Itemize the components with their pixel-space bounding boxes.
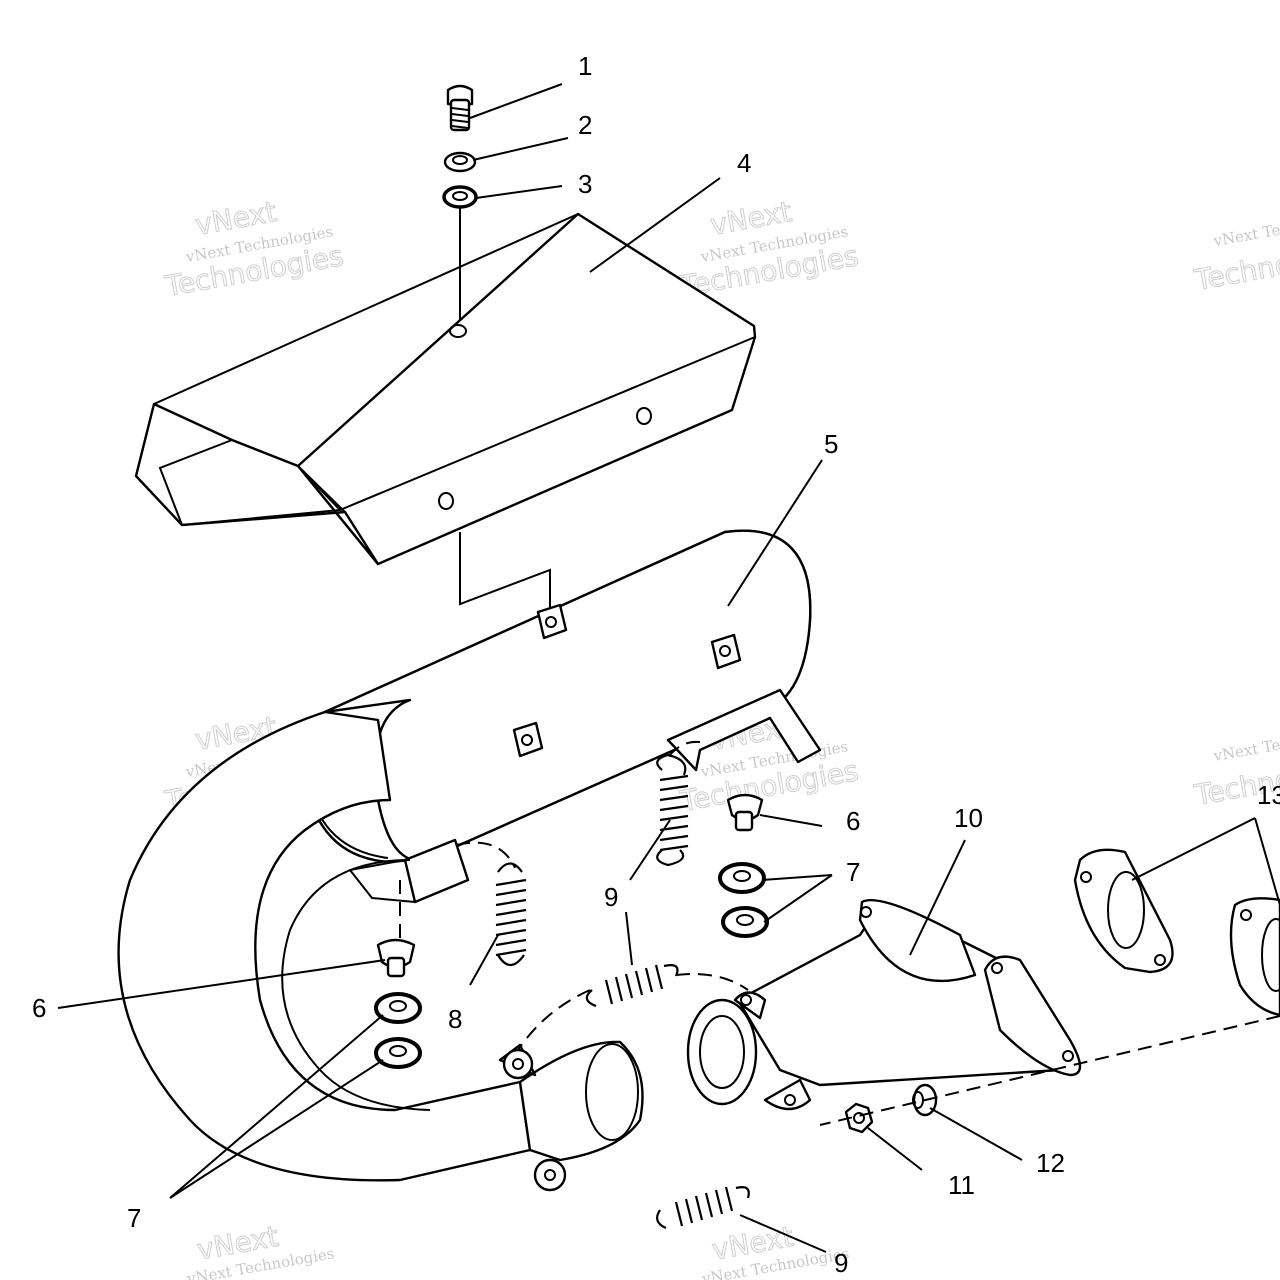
- callout-13: 13: [1257, 780, 1280, 810]
- rubber-mount-part: [376, 938, 416, 978]
- gasket-part-edge: [1229, 897, 1280, 1017]
- spring-path: [517, 989, 591, 1051]
- muffler-part: [299, 529, 822, 904]
- callout-7: 7: [127, 1203, 141, 1233]
- callout-1: 1: [578, 51, 592, 81]
- spring-path: [665, 740, 701, 761]
- callout-5: 5: [824, 429, 838, 459]
- watermark-company: vNext Technologies: [1211, 206, 1280, 250]
- heat-shield-part: [134, 212, 757, 566]
- callout-8: 8: [448, 1004, 462, 1034]
- spring-part: [495, 862, 527, 967]
- bolt-part: [446, 84, 474, 132]
- spring-path: [675, 973, 749, 991]
- callout-6: 6: [846, 806, 860, 836]
- callout-6: 6: [32, 993, 46, 1023]
- lock-washer-part: [443, 151, 477, 173]
- callout-9: 9: [834, 1248, 848, 1278]
- spring-part: [656, 1186, 750, 1230]
- spring-path: [455, 841, 516, 869]
- callout-labels: 1 2 3 4 5 6 6 7 7 8 9 9 10 11 12 13: [32, 51, 1280, 1278]
- callout-2: 2: [578, 110, 592, 140]
- watermark-bottom-center: vNext vNext Technologies: [700, 1219, 851, 1280]
- callout-9: 9: [604, 882, 618, 912]
- assembly-guide-line: [459, 532, 551, 620]
- spring-part: [585, 964, 679, 1008]
- nut-part: [844, 1102, 874, 1134]
- exhaust-pipe-part: [117, 710, 644, 1192]
- watermark-right-edge: vNext Technologies Technologies: [1191, 206, 1280, 297]
- watermark-top-left: vNext vNext Technologies Technologies: [162, 195, 347, 304]
- callout-10: 10: [954, 803, 983, 833]
- washer-part: [374, 992, 422, 1024]
- watermark-bottom-left: vNext vNext Technologies: [185, 1219, 336, 1280]
- callout-4: 4: [737, 148, 751, 178]
- callout-3: 3: [578, 169, 592, 199]
- spring-part: [656, 753, 689, 867]
- callout-7: 7: [846, 857, 860, 887]
- callout-12: 12: [1036, 1148, 1065, 1178]
- gasket-part: [1073, 848, 1174, 974]
- washer-part: [374, 1037, 422, 1069]
- leader-lines: [57, 83, 1280, 1253]
- flat-washer-part: [442, 185, 478, 209]
- rubber-mount-part: [726, 793, 764, 832]
- watermark-company: vNext Technologies: [1211, 721, 1280, 765]
- watermark-top-center: vNext vNext Technologies Technologies: [677, 195, 862, 304]
- washer-part: [718, 862, 766, 894]
- callout-11: 11: [948, 1170, 975, 1200]
- stud-axis-line: [819, 1015, 1280, 1126]
- washer-part: [721, 906, 769, 938]
